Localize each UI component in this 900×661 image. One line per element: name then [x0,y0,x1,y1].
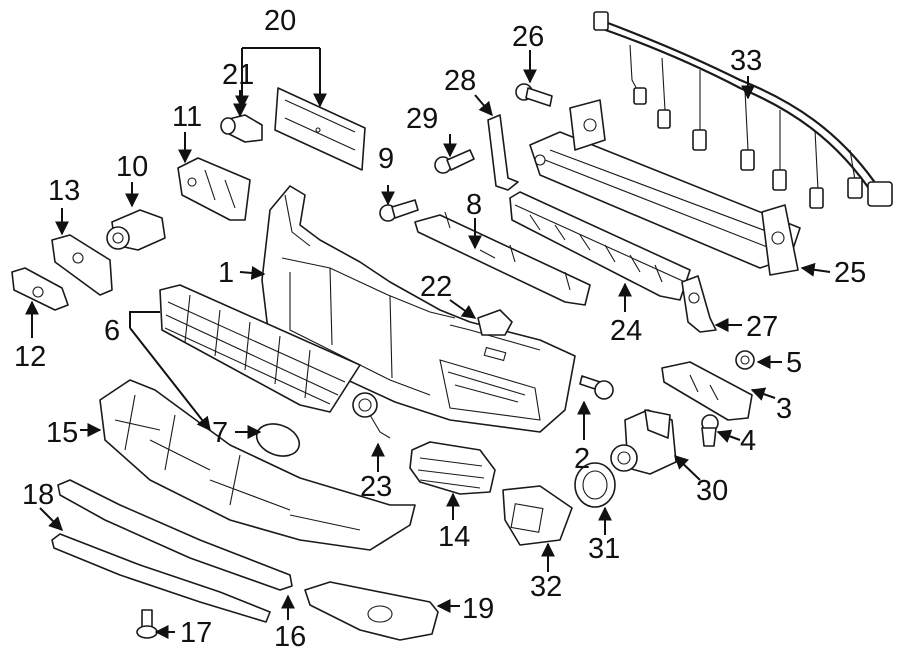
wiring-harness [593,11,893,209]
park-sensor [106,209,166,251]
emblem-7 [255,423,301,457]
lower-bumper-support [99,379,416,551]
callout-27: 27 [746,311,778,343]
sensor-seal-ring [574,462,616,508]
callout-22: 22 [420,271,452,303]
energy-absorber [509,191,691,301]
callout-8: 8 [466,189,482,221]
callout-11: 11 [172,101,202,133]
bolt-2 [579,375,614,400]
callout-24: 24 [610,315,642,347]
callout-15: 15 [46,417,78,449]
sensor-holder-13 [51,234,113,296]
plate-mounting-clip [220,114,263,143]
callout-7: 7 [212,417,228,449]
callout-20: 20 [264,5,296,37]
callout-31: 31 [588,533,620,565]
callout-4: 4 [740,425,756,457]
callout-23: 23 [360,471,392,503]
callout-10: 10 [116,151,148,183]
sensor-retainer-12 [11,267,69,311]
bolt-4 [701,414,719,447]
bracket-27 [681,275,717,333]
callout-3: 3 [776,393,792,425]
fog-lamp-bezel [304,581,439,641]
callout-1: 1 [218,257,234,289]
tow-hook-cap [477,309,513,336]
callout-32: 32 [530,571,562,603]
callout-2: 2 [574,443,590,475]
lower-grille [159,284,361,413]
callout-25: 25 [834,257,866,289]
callout-9: 9 [378,143,394,175]
screw-17 [136,609,158,639]
bumper-reinforcement-bar [529,99,801,276]
callout-19: 19 [462,593,494,625]
callout-6: 6 [104,315,120,347]
upper-mounting-bracket [414,211,591,306]
callout-16: 16 [274,621,306,653]
bolt-9 [379,199,419,222]
tow-hook [352,392,391,439]
bracket-28 [487,114,519,191]
sensor-mount-bracket [177,157,251,221]
callout-13: 13 [48,175,80,207]
callout-labels: 1 2 3 4 5 6 7 8 9 10 11 12 13 14 15 16 1… [14,5,866,653]
bolt-26 [515,83,553,107]
callout-14: 14 [438,521,470,553]
callout-5: 5 [786,347,802,379]
callout-12: 12 [14,341,46,373]
callout-18: 18 [22,479,54,511]
leader-lines [25,47,831,639]
sensor-holder-32 [502,485,573,546]
callout-29: 29 [406,103,438,135]
callout-26: 26 [512,21,544,53]
callout-21: 21 [222,59,254,91]
side-guide-bracket [661,361,753,421]
callout-28: 28 [444,65,476,97]
fog-lamp-grille [409,441,496,495]
nut-5 [735,350,755,370]
park-sensor-30 [610,409,677,475]
callout-17: 17 [180,617,212,649]
license-plate-bracket [274,87,366,171]
callout-30: 30 [696,475,728,507]
callout-33: 33 [730,45,762,77]
bolt-29 [434,149,475,174]
lower-trim-strip [51,479,293,623]
